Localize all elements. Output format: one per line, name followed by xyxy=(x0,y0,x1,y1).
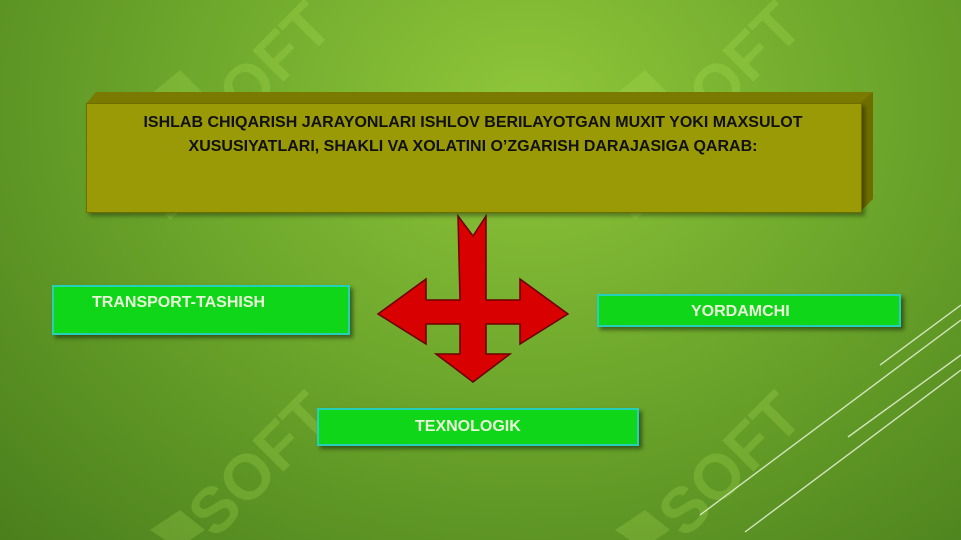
node-yordamchi: YORDAMCHI xyxy=(597,294,901,327)
three-way-arrow-icon xyxy=(376,213,570,383)
node-texnologik: TEXNOLOGIK xyxy=(317,408,639,446)
header-box xyxy=(86,103,862,213)
header-box-top-face xyxy=(86,92,873,104)
three-way-arrow-shape xyxy=(376,213,570,383)
watermark-logo-icon xyxy=(150,510,205,540)
node-label: TEXNOLOGIK xyxy=(415,418,521,435)
node-label: TRANSPORT-TASHISH xyxy=(92,294,266,311)
node-transport-tashish: TRANSPORT-TASHISH xyxy=(52,285,350,335)
header-text: ISHLAB CHIQARISH JARAYONLARI ISHLOV BERI… xyxy=(143,114,803,155)
watermark-logo-icon xyxy=(615,510,670,540)
node-label: YORDAMCHI xyxy=(691,303,790,320)
watermark-text: SOFT xyxy=(174,378,346,540)
watermark-text: SOFT xyxy=(644,378,816,540)
header-box-side-face xyxy=(860,92,873,212)
